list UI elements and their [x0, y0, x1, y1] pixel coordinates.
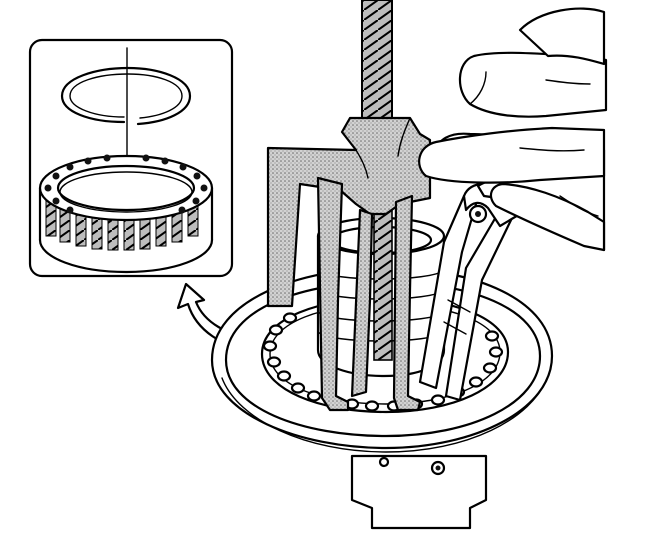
snap-ring	[60, 66, 192, 126]
hand-index-finger	[418, 126, 606, 184]
housing-lower-block	[350, 454, 488, 530]
spring-coils	[45, 195, 199, 251]
hand-finger-upper	[458, 51, 608, 118]
snap-ring-pliers	[418, 182, 522, 402]
shirt-sleeve	[518, 7, 606, 66]
spring-retainer-holes	[44, 154, 208, 214]
tool-left-leg	[316, 176, 350, 412]
return-spring-assembly	[38, 154, 214, 274]
technician-hand	[418, 7, 608, 252]
spring-compressor-tool	[266, 0, 432, 412]
tool-right-leg	[392, 194, 422, 412]
inset-panel	[28, 38, 234, 278]
